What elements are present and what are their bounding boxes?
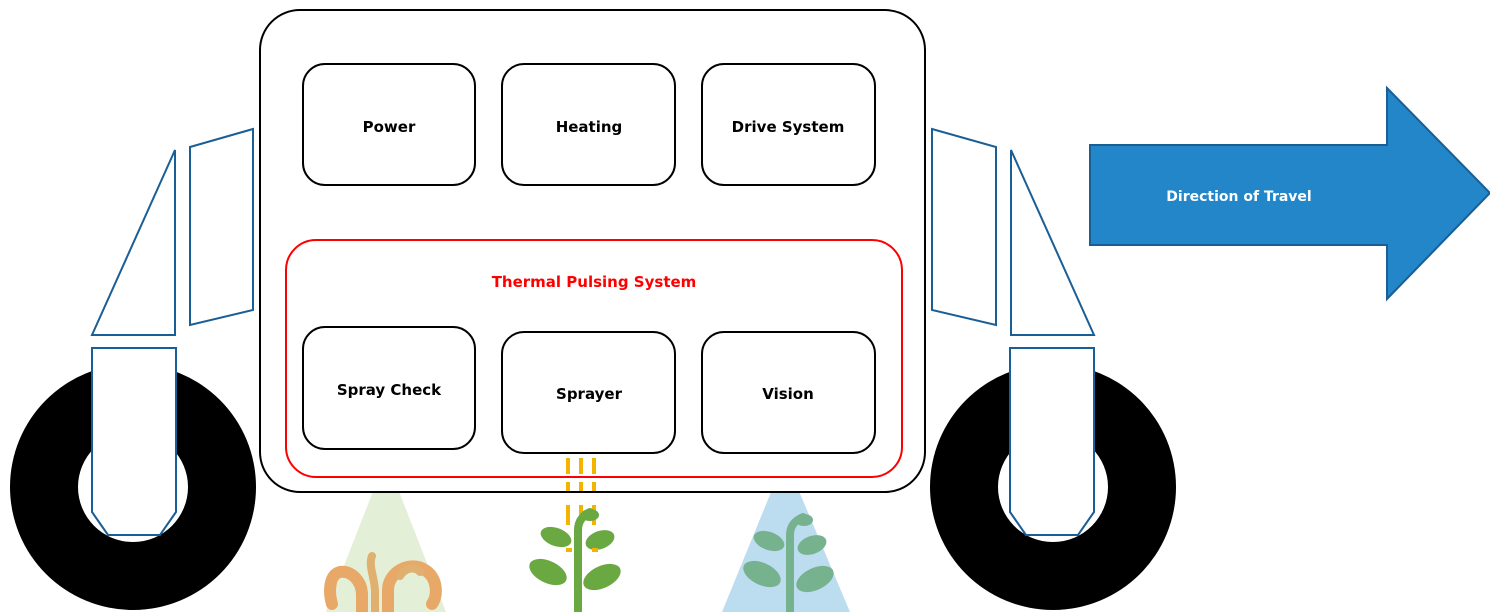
- left-fender-lower: [91, 347, 177, 536]
- vision-label: Vision: [762, 385, 814, 403]
- thermal-pulsing-system-box: [285, 239, 903, 478]
- power-label: Power: [363, 118, 416, 136]
- right-fender-lower: [1009, 347, 1095, 536]
- treated-plant-icon: [324, 552, 442, 612]
- spray-check-label: Spray Check: [337, 381, 442, 399]
- sprayer-module: [501, 331, 676, 454]
- healthy-plant-icon: [529, 508, 621, 612]
- right-fender-panel: [931, 127, 997, 327]
- left-fender-upper: [90, 149, 176, 336]
- direction-arrow: [1089, 85, 1490, 302]
- sprayer-label: Sprayer: [556, 385, 623, 403]
- spray-check-module: [302, 326, 476, 450]
- drive-system-module: [701, 63, 876, 186]
- heating-module: [501, 63, 676, 186]
- power-module: [302, 63, 476, 186]
- heating-label: Heating: [556, 118, 623, 136]
- thermal-pulse-marks: [566, 458, 596, 525]
- direction-label: Direction of Travel: [1166, 189, 1311, 205]
- thermal-pulsing-system-title: Thermal Pulsing System: [492, 273, 697, 291]
- right-wheel-assembly: [930, 127, 1176, 610]
- drive-system-label: Drive System: [732, 118, 845, 136]
- left-wheel-assembly: [10, 127, 256, 610]
- left-fender-panel: [189, 127, 254, 327]
- right-fender-upper: [1010, 149, 1096, 336]
- vision-module: [701, 331, 876, 454]
- vision-plant-icon: [743, 513, 834, 612]
